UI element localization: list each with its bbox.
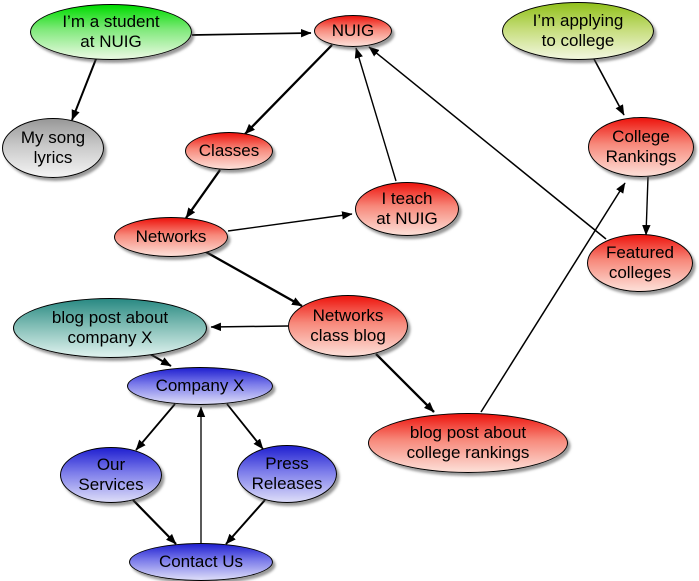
edge-class-blog-to-blog-rankings <box>375 353 435 413</box>
node-college-rankings-label-line-2: Rankings <box>605 147 677 166</box>
node-featured-label-line-2: colleges <box>608 263 672 282</box>
node-i-teach-label-line-1: I teach <box>381 189 433 208</box>
node-blog-company-label-line-1: blog post about <box>51 308 169 327</box>
edge-classes-to-networks <box>185 169 221 219</box>
edge-student-to-lyrics <box>71 58 97 121</box>
node-student-label-line-1: I’m a student <box>62 12 160 31</box>
node-class-blog-label-line-1: Networks <box>312 306 384 325</box>
node-blog-company-label-line-2: company X <box>67 328 153 347</box>
node-i-teach-label-line-2: at NUIG <box>376 209 438 228</box>
node-blog-rankings-label-line-1: blog post about <box>409 423 527 442</box>
edge-company-x-to-our-services <box>135 403 176 451</box>
edge-networks-to-i-teach <box>227 211 353 232</box>
node-our-services-label-line-2: Services <box>78 475 144 494</box>
node-applying-label-line-2: to college <box>541 31 615 50</box>
edge-our-services-to-contact-us <box>132 499 177 545</box>
node-class-blog-label-line-2: class blog <box>310 326 386 345</box>
edge-class-blog-to-blog-company <box>210 322 289 332</box>
node-company-x-label-line-1: Company X <box>155 376 245 395</box>
edge-featured-to-nuig <box>368 46 607 240</box>
node-company-x: Company X <box>127 367 273 405</box>
edge-press-releases-to-contact-us <box>225 499 266 545</box>
edge-college-rankings-to-featured <box>642 176 651 236</box>
node-applying-label-line-1: I’m applying <box>532 11 624 30</box>
edge-applying-to-college-rankings <box>593 58 625 116</box>
node-contact-us-label-line-1: Contact Us <box>158 552 244 571</box>
node-college-rankings-label-line-1: College <box>612 127 670 146</box>
node-classes: Classes <box>185 132 273 170</box>
node-press-releases-label-line-2: Releases <box>251 474 323 493</box>
node-contact-us: Contact Us <box>129 543 273 581</box>
node-classes-label-line-1: Classes <box>198 141 260 160</box>
node-nuig: NUIG <box>314 15 392 47</box>
edge-blog-company-to-company-x <box>149 353 172 367</box>
node-networks-label-line-1: Networks <box>135 227 207 246</box>
edge-networks-to-class-blog <box>205 250 303 308</box>
edge-blog-rankings-to-college-rankings <box>480 182 626 413</box>
node-lyrics-label-line-1: My song <box>20 128 86 147</box>
edge-company-x-to-press-releases <box>226 403 264 450</box>
node-nuig-label-line-1: NUIG <box>331 21 375 40</box>
node-blog-rankings-label-line-2: college rankings <box>406 443 530 462</box>
edge-nuig-to-classes <box>244 44 333 135</box>
node-featured-label-line-1: Featured <box>605 243 675 262</box>
node-lyrics-label-line-2: lyrics <box>33 148 73 167</box>
node-our-services-label-line-1: Our <box>96 455 126 474</box>
node-student-label-line-2: at NUIG <box>80 32 142 51</box>
node-press-releases-label-line-1: Press <box>265 454 309 473</box>
edge-i-teach-to-nuig <box>354 47 397 182</box>
edge-student-to-nuig <box>191 28 312 38</box>
node-networks: Networks <box>114 217 228 257</box>
